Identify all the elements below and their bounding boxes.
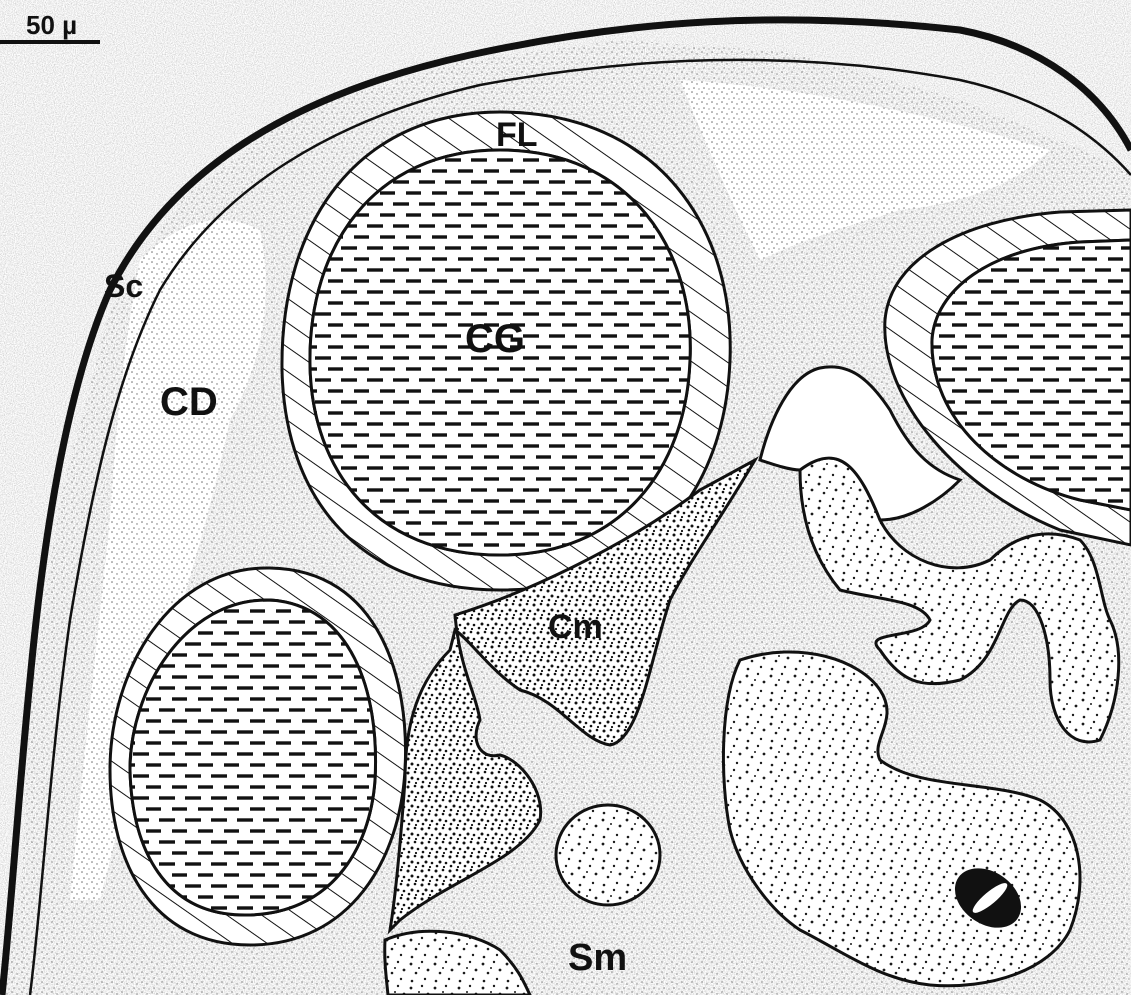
label-fl: FL xyxy=(496,116,538,154)
label-cm: Cm xyxy=(548,608,603,646)
label-cg: CG xyxy=(465,317,525,361)
scale-bar-label: 50 µ xyxy=(26,10,77,40)
label-sc: Sc xyxy=(104,268,143,304)
label-sm: Sm xyxy=(568,937,627,979)
label-cd: CD xyxy=(160,380,218,424)
sm-round-cell xyxy=(556,805,660,905)
